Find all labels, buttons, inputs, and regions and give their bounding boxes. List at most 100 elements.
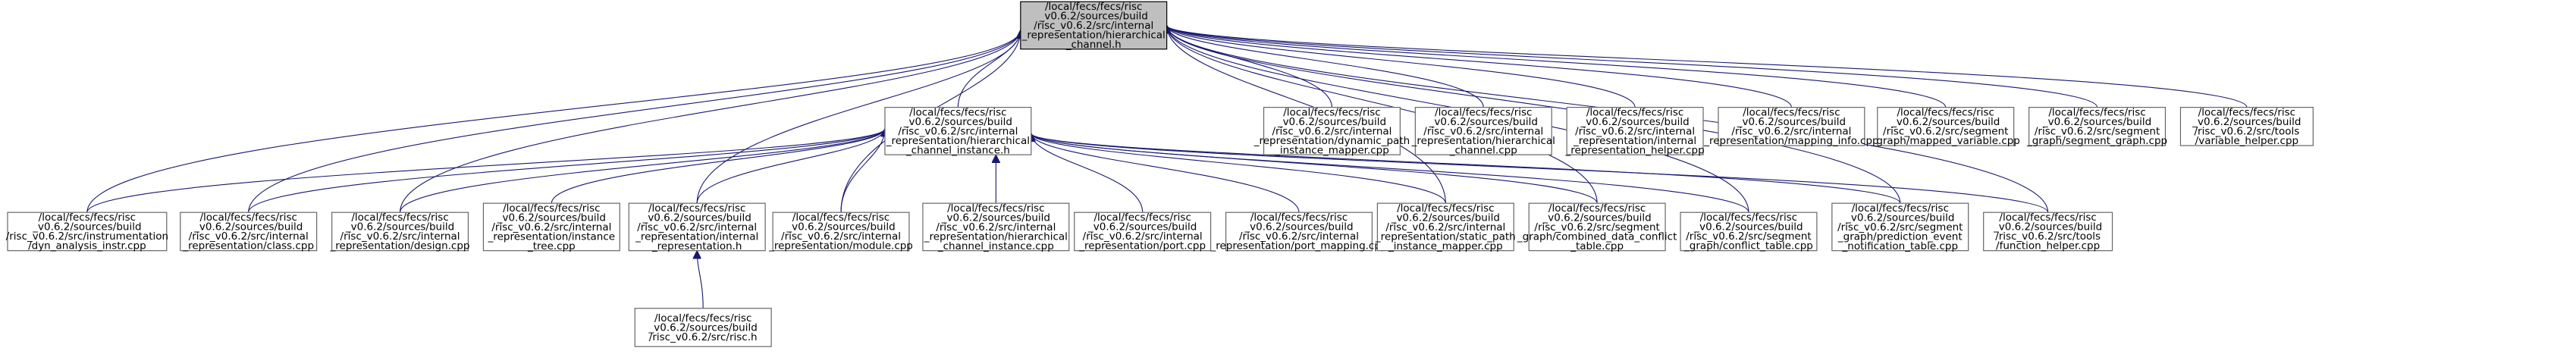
node-label-line: /risc_v0.6.2/src/internal — [1272, 125, 1392, 137]
node-label-line: _v0.6.2/sources/build — [1087, 221, 1197, 233]
node-conflict-table[interactable]: /local/fecs/fecs/risc_v0.6.2/sources/bui… — [1680, 211, 1818, 252]
node-label-line: _v0.6.2/sources/build — [903, 116, 1012, 128]
node-label-line: _representation/hierarchical — [886, 135, 1030, 147]
node-variable-helper[interactable]: /local/fecs/fecs/risc_v0.6.2/sources/bui… — [2179, 107, 2314, 148]
node-label-line: _v0.6.2/sources/build — [1039, 11, 1148, 23]
node-label-line: _instance_mapper.cpp — [1274, 144, 1389, 156]
node-label-line: _v0.6.2/sources/build — [2042, 116, 2151, 128]
node-label-line: /local/fecs/fecs/risc — [1897, 107, 1994, 119]
node-instance-h[interactable]: /local/fecs/fecs/risc_v0.6.2/sources/bui… — [884, 106, 1032, 156]
node-label-line: _v0.6.2/sources/build — [2192, 116, 2301, 128]
node-label-line: /function_helper.cpp — [1996, 240, 2100, 252]
node-label-line: /risc_v0.6.2/src/tools — [2194, 126, 2299, 138]
node-label-line: _representation/hierarchical — [1411, 135, 1555, 147]
node-box — [482, 202, 620, 252]
node-label-line: _channel_instance.h — [905, 144, 1010, 156]
node-label-line: _graph/segment_graph.cpp — [2026, 135, 2167, 147]
node-label-line: /risc_v0.6.2/src/internal — [1731, 126, 1851, 138]
node-label-line: /risc_v0.6.2/src/internal — [637, 221, 757, 233]
node-prediction-event[interactable]: /local/fecs/fecs/risc_v0.6.2/sources/bui… — [1831, 202, 1969, 252]
edge-mapped_variable-to-root — [1167, 25, 1947, 108]
edge-dynamic_path_mapper-to-root — [1167, 25, 1332, 108]
node-label-line: /risc_v0.6.2/src/internal — [491, 221, 611, 233]
node-hierarchical-channel-cpp[interactable]: /local/fecs/fecs/risc_v0.6.2/sources/bui… — [1411, 106, 1555, 156]
node-label-line: /risc_v0.6.2/src/instrumentation — [6, 230, 168, 243]
edge-prediction_event-to-instance_h — [1031, 133, 1901, 204]
node-label-line: /risc_v0.6.2/src/tools — [1995, 230, 2101, 243]
node-dynamic-path-mapper[interactable]: /local/fecs/fecs/risc_v0.6.2/sources/bui… — [1253, 106, 1410, 156]
node-label-line: _v0.6.2/sources/build — [648, 321, 758, 334]
edge-port_cpp-to-instance_h — [1031, 133, 1144, 213]
node-label-line: _graph/combined_data_conflict — [1517, 230, 1677, 243]
node-label-line: _graph/prediction_event — [1837, 230, 1963, 243]
edge-static_path_mapper-to-root — [1167, 26, 1446, 204]
node-box — [1566, 107, 1704, 155]
node-combined-conflict[interactable]: /local/fecs/fecs/risc_v0.6.2/sources/bui… — [1517, 202, 1677, 252]
edge-port_mapping-to-instance_h — [1031, 133, 1300, 213]
node-label-line: _channel.h — [1065, 39, 1122, 51]
node-class-cpp[interactable]: /local/fecs/fecs/risc_v0.6.2/sources/bui… — [180, 211, 318, 252]
node-label-line: /local/fecs/fecs/risc — [654, 312, 751, 324]
node-box — [772, 211, 910, 252]
node-box — [1528, 202, 1666, 252]
edge-internal_rep_h-to-instance_h — [696, 128, 885, 204]
edge-internal_rep_h-to-root — [696, 30, 1021, 204]
node-box — [922, 202, 1070, 252]
node-label-line: /risc_v0.6.2/src/internal — [340, 230, 460, 243]
node-label-line: /local/fecs/fecs/risc — [909, 106, 1006, 118]
node-label-line: /risc_v0.6.2/src/internal — [189, 230, 309, 243]
node-box — [1414, 107, 1552, 155]
node-label-line: _representation/static_path — [1375, 230, 1516, 243]
node-label-line: /risc_v0.6.2/src/internal — [1385, 221, 1505, 233]
edge-class_cpp-to-root — [248, 30, 1021, 213]
node-dyn-analysis[interactable]: /local/fecs/fecs/risc_v0.6.2/sources/bui… — [6, 211, 168, 252]
edge-dyn_analysis-to-instance_h — [86, 128, 885, 213]
node-label-line: _v0.6.2/sources/build — [1693, 221, 1803, 233]
node-root: /local/fecs/fecs/risc_v0.6.2/sources/bui… — [1020, 1, 1168, 51]
node-label-line: _v0.6.2/sources/build — [32, 221, 141, 233]
node-function-helper[interactable]: /local/fecs/fecs/risc_v0.6.2/sources/bui… — [1983, 211, 2113, 252]
edge-instance_tree-to-instance_h — [551, 128, 885, 204]
node-label-line: _graph/conflict_table.cpp — [1683, 240, 1813, 252]
node-label-line: _representation/dynamic_path — [1253, 135, 1410, 147]
node-label-line: _v0.6.2/sources/build — [642, 211, 751, 224]
node-mapped-variable[interactable]: /local/fecs/fecs/risc_v0.6.2/sources/bui… — [1871, 107, 2020, 148]
node-label-line: /risc_v0.6.2/src/risc.h — [649, 331, 758, 343]
node-box — [1263, 107, 1401, 155]
node-label-line: /local/fecs/fecs/risc — [1852, 202, 1949, 215]
node-label-line: _representation/module.cpp — [768, 240, 913, 252]
node-label-line: /local/fecs/fecs/risc — [1045, 1, 1142, 13]
node-instance-tree[interactable]: /local/fecs/fecs/risc_v0.6.2/sources/bui… — [482, 202, 620, 252]
node-label-line: _notification_table.cpp — [1842, 240, 1958, 252]
node-segment-graph[interactable]: /local/fecs/fecs/risc_v0.6.2/sources/bui… — [2026, 107, 2167, 148]
node-label-line: /local/fecs/fecs/risc — [1283, 106, 1380, 118]
node-instance-cpp[interactable]: /local/fecs/fecs/risc_v0.6.2/sources/bui… — [922, 202, 1070, 252]
node-label-line: /risc_v0.6.2/src/internal — [1034, 20, 1153, 32]
node-port-mapping[interactable]: /local/fecs/fecs/risc_v0.6.2/sources/bui… — [1210, 211, 1387, 252]
node-label-line: /local/fecs/fecs/risc — [2048, 107, 2145, 119]
edge-module_cpp-to-instance_h — [840, 129, 885, 213]
node-box — [1983, 211, 2113, 252]
node-box — [1718, 107, 1865, 146]
node-internal-rep-h[interactable]: /local/fecs/fecs/risc_v0.6.2/sources/bui… — [628, 202, 766, 252]
node-label-line: /risc_v0.6.2/src/segment — [1534, 221, 1659, 233]
node-label-line: /risc_v0.6.2/src/segment — [1686, 230, 1811, 243]
node-mapping-info[interactable]: /local/fecs/fecs/risc_v0.6.2/sources/bui… — [1703, 107, 1878, 148]
file-nodes: /local/fecs/fecs/risc_v0.6.2/sources/bui… — [6, 1, 2314, 347]
node-label-line: /dyn_analysis_instr.cpp — [28, 240, 146, 252]
node-port-cpp[interactable]: /local/fecs/fecs/risc_v0.6.2/sources/bui… — [1074, 211, 1212, 252]
node-label-line: /risc_v0.6.2/src/segment — [1837, 221, 1963, 233]
node-label-line: _v0.6.2/sources/build — [1244, 221, 1353, 233]
node-design-cpp[interactable]: /local/fecs/fecs/risc_v0.6.2/sources/bui… — [330, 211, 470, 252]
node-label-line: /risc_v0.6.2/src/internal — [781, 230, 901, 243]
node-label-line: _v0.6.2/sources/build — [941, 211, 1050, 224]
node-label-line: _representation/instance — [488, 230, 616, 243]
node-internal-rep-helper[interactable]: /local/fecs/fecs/risc_v0.6.2/sources/bui… — [1565, 106, 1705, 156]
node-risc-h[interactable]: /local/fecs/fecs/risc_v0.6.2/sources/bui… — [634, 308, 772, 347]
edge-mapping_info-to-root — [1167, 25, 1792, 108]
node-label-line: /risc_v0.6.2/src/internal — [1423, 125, 1543, 137]
node-static-path-mapper[interactable]: /local/fecs/fecs/risc_v0.6.2/sources/bui… — [1375, 202, 1516, 252]
edge-internal_rep_helper-to-root — [1167, 25, 1636, 108]
node-module-cpp[interactable]: /local/fecs/fecs/risc_v0.6.2/sources/bui… — [768, 211, 913, 252]
